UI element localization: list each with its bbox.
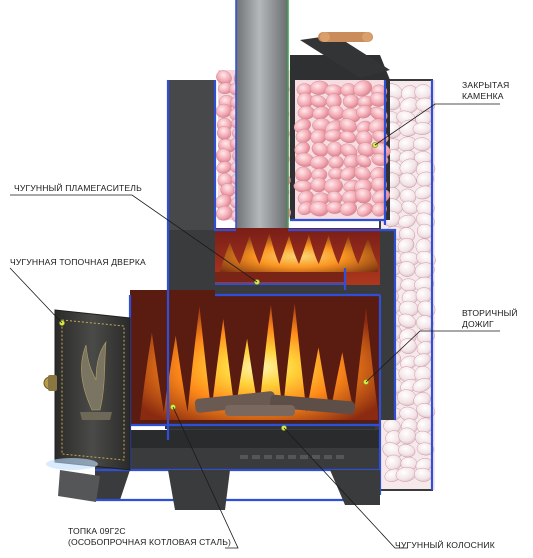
stone — [398, 444, 416, 458]
label-closed-heater: ЗАКРЫТАЯ КАМЕНКА — [462, 80, 509, 102]
ash-slot — [288, 455, 296, 459]
label-firebox-steel-line2: (ОСОБОПРОЧНАЯ КОТЛОВАЯ СТАЛЬ) — [68, 537, 231, 547]
stone — [399, 338, 417, 354]
label-firebox-door: ЧУГУННАЯ ТОПОЧНАЯ ДВЕРКА — [10, 257, 146, 267]
cast-iron-door — [43, 309, 131, 471]
label-flame-damper: ЧУГУННЫЙ ПЛАМЕГАСИТЕЛЬ — [14, 183, 142, 193]
cutaway-outlines — [95, 80, 434, 502]
ash-slot — [312, 455, 320, 459]
stone — [216, 70, 232, 85]
stone — [399, 172, 417, 188]
leader-lines — [9, 103, 500, 549]
upper-combustion-zone — [215, 228, 380, 290]
stone — [339, 201, 358, 216]
stone — [416, 442, 435, 456]
heater-handle — [318, 32, 373, 42]
stone — [371, 202, 387, 217]
closed-heater-chamber — [290, 32, 391, 220]
stone — [356, 203, 374, 217]
main-firebox — [130, 285, 380, 459]
label-afterburn: ВТОРИЧНЫЙ ДОЖИГ — [462, 308, 518, 330]
stone — [397, 237, 415, 254]
stone — [398, 313, 416, 329]
stone — [216, 125, 232, 141]
ash-slot — [240, 455, 248, 459]
label-closed-heater-line2: КАМЕНКА — [462, 91, 504, 101]
ash-slot — [336, 455, 344, 459]
stone — [399, 158, 419, 175]
ash-slot — [300, 455, 308, 459]
ash-slot — [252, 455, 260, 459]
stove-base — [46, 458, 380, 510]
ash-slot — [264, 455, 272, 459]
stone — [215, 148, 232, 164]
chimney-pipe — [235, 0, 289, 228]
stone — [416, 403, 436, 418]
stone — [413, 353, 431, 367]
stone — [353, 80, 372, 97]
label-closed-heater-line1: ЗАКРЫТАЯ — [462, 80, 510, 90]
stone — [310, 94, 327, 108]
stone — [295, 128, 312, 144]
stone — [355, 154, 372, 168]
label-grate: ЧУГУННЫЙ КОЛОСНИК — [395, 540, 495, 550]
firewood — [194, 391, 356, 416]
label-afterburn-line2: ДОЖИГ — [462, 319, 494, 329]
ash-slot — [276, 455, 284, 459]
label-firebox-steel-line1: ТОПКА 09Г2С — [68, 526, 126, 536]
stone — [354, 187, 372, 204]
label-afterburn-line1: ВТОРИЧНЫЙ — [462, 308, 518, 318]
stone — [311, 142, 329, 157]
stone — [369, 92, 387, 107]
ash-slot — [324, 455, 332, 459]
stone — [215, 205, 233, 221]
label-firebox-steel: ТОПКА 09Г2С (ОСОБОПРОЧНАЯ КОТЛОВАЯ СТАЛЬ… — [68, 526, 231, 548]
stone — [398, 214, 416, 228]
stone — [401, 200, 418, 215]
